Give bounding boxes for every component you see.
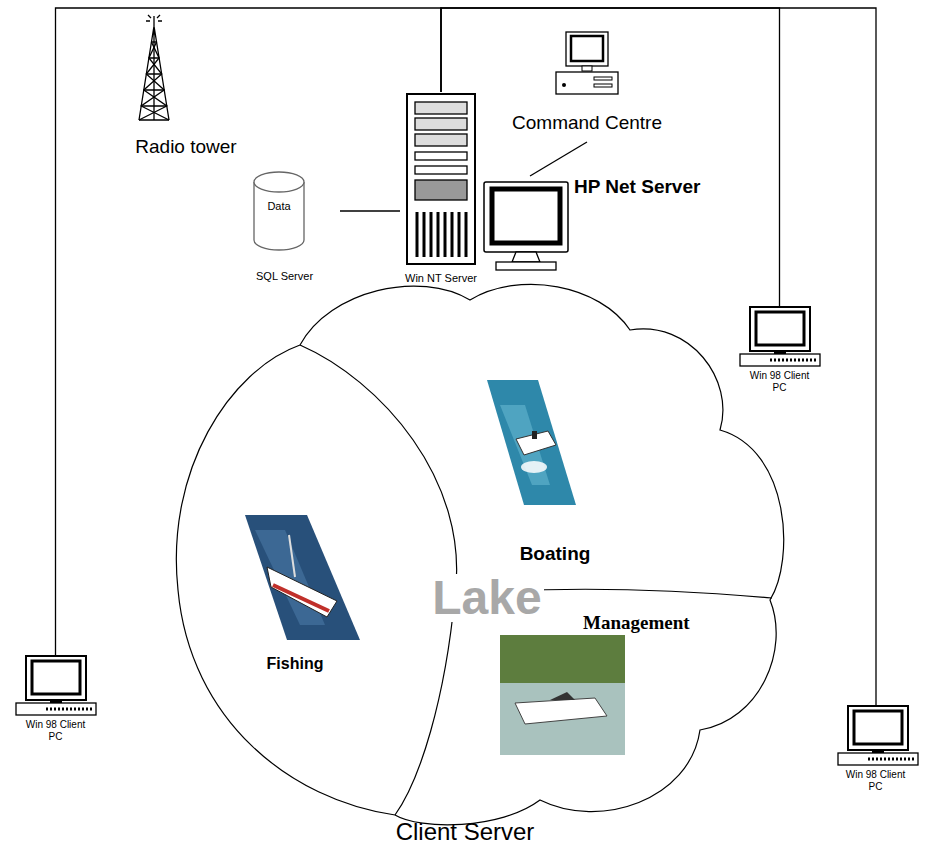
node-label: SQL Server [256,270,340,283]
database: DataSQL Server [250,170,340,292]
node-label: Win 98 Client PC [746,370,813,393]
watermark-label: Lake [430,574,544,622]
fishing-photo [215,505,375,680]
node-label: Win 98 Client PC [22,719,89,742]
node-label: HP Net Server [574,176,770,198]
lake-region: Lake BoatingFishing Management [168,278,778,830]
network-link [530,142,587,176]
fishing-section: Fishing [215,505,375,680]
node-label: Win 98 Client PC [842,769,909,792]
client-pc-icon [834,705,922,767]
node-label: Fishing [215,655,375,673]
client-pc-icon [12,655,100,717]
client-pc: Win 98 Client PC [830,705,922,803]
server-tower: Win NT Server [400,92,482,290]
database-label: Data [252,200,306,213]
command-centre-pc: Command Centre [500,30,674,142]
monitor-icon [482,180,572,272]
node-label: Command Centre [500,112,674,134]
node-label: Win NT Server [400,272,482,285]
client-pc: Win 98 Client PC [8,655,103,753]
icon-holder [215,505,375,680]
network-link [441,8,780,306]
client-pc-icon [736,306,824,368]
radio-tower: Radio tower [101,12,271,162]
boating-section: Boating [480,375,630,575]
network-link [340,210,400,211]
node-label: Radio tower [101,136,271,158]
server-monitor: HP Net Server [482,176,772,274]
icon-holder [400,92,482,290]
node-label: Boating [480,543,630,565]
server-tower-icon [405,92,477,267]
node-label: Management [583,612,733,634]
management-section: Management [495,608,740,760]
client-pc: Win 98 Client PC [732,306,827,404]
radio-tower-icon [131,12,177,124]
desktop-computer-icon [554,30,620,102]
diagram-caption: Client Server [290,818,640,846]
